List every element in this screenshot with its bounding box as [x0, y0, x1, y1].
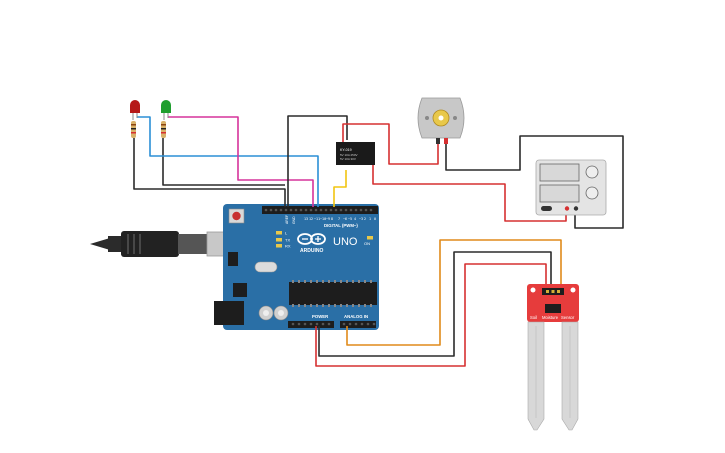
svg-text:7: 7	[338, 217, 340, 221]
red-led[interactable]	[130, 100, 140, 120]
arduino-logo-icon	[297, 233, 326, 245]
svg-text:~5: ~5	[348, 217, 352, 221]
sensor-label-right: Sensor	[561, 315, 575, 320]
svg-text:4: 4	[354, 217, 356, 221]
supply-terminal-negative[interactable]	[573, 206, 579, 211]
svg-text:1: 1	[369, 217, 371, 221]
tx-label: TX	[285, 238, 290, 243]
sensor-label-left: Soil	[530, 315, 537, 320]
green-led[interactable]	[161, 100, 171, 120]
l-led	[276, 231, 282, 235]
analog-header	[340, 321, 376, 328]
atmega-chip	[289, 282, 377, 305]
supply-display-bottom	[539, 184, 580, 203]
soil-moisture-sensor[interactable]: Soil Moisture Sensor	[527, 284, 579, 431]
usb-cable-icon[interactable]	[90, 231, 226, 257]
svg-text:~3: ~3	[359, 217, 363, 221]
relay-module[interactable]: KY-019 5V 10A 250V 5V 10A 30V	[336, 142, 375, 165]
svg-text:13: 13	[304, 217, 308, 221]
svg-text:12: 12	[309, 217, 313, 221]
sensor-label-middle: Moisture	[542, 315, 559, 320]
dc-motor-icon[interactable]	[417, 97, 465, 144]
icsp-header	[228, 252, 238, 266]
relay-rating-1: 5V 10A 250V	[340, 153, 358, 157]
digital-header-label: DIGITAL (PWM~)	[324, 223, 358, 228]
usb-chip	[233, 283, 247, 297]
supply-knob-current[interactable]	[585, 186, 599, 200]
green-led-resistor[interactable]	[161, 121, 166, 138]
wire-black-motor-supply	[445, 135, 624, 229]
on-led	[367, 236, 373, 240]
arduino-model-text: UNO	[333, 236, 358, 248]
rx-label: RX	[285, 244, 291, 249]
wire-blue-led-red	[137, 116, 319, 207]
wire-red-relay-motor	[342, 123, 439, 165]
wire-black-relay-gnd	[287, 115, 348, 207]
red-led-resistor[interactable]	[131, 121, 136, 138]
analog-header-label: ANALOG IN	[344, 314, 368, 319]
svg-text:~10: ~10	[320, 217, 326, 221]
sensor-chip	[545, 304, 561, 313]
crystal-oscillator	[254, 261, 278, 273]
svg-text:~11: ~11	[314, 217, 320, 221]
relay-part-text: KY-019	[340, 148, 352, 152]
wire-black-led-green-gnd	[162, 138, 285, 186]
on-label: ON	[364, 241, 370, 246]
arduino-brand-text: ARDUINO	[300, 248, 323, 254]
relay-rating-2: 5V 10A 30V	[340, 157, 356, 161]
reset-button-icon[interactable]	[228, 208, 245, 224]
supply-display-top	[539, 163, 580, 182]
svg-text:~9: ~9	[326, 217, 330, 221]
wire-yellow-relay-signal	[333, 170, 347, 207]
svg-text:2: 2	[364, 217, 366, 221]
supply-switch[interactable]	[541, 206, 552, 211]
wires	[133, 115, 624, 367]
wire-black-sensor-gnd	[318, 251, 552, 357]
power-header-label: POWER	[312, 314, 329, 319]
gnd-label: GND	[292, 216, 296, 224]
wire-red-relay-supply	[372, 164, 567, 222]
wire-black-led-red-gnd	[133, 138, 286, 207]
power-supply-icon[interactable]	[535, 159, 607, 216]
supply-knob-voltage[interactable]	[585, 165, 599, 179]
power-jack	[214, 301, 244, 325]
svg-text:0: 0	[374, 217, 376, 221]
wire-red-sensor-vcc	[315, 263, 547, 367]
supply-terminal-positive[interactable]	[564, 206, 570, 211]
tx-led	[276, 238, 282, 242]
svg-text:8: 8	[331, 217, 333, 221]
rx-led	[276, 244, 282, 248]
l-label: L	[285, 231, 288, 236]
wire-orange-sensor-signal	[346, 239, 562, 346]
svg-text:~6: ~6	[343, 217, 347, 221]
aref-label: AREF	[285, 215, 289, 224]
wire-pink-led-green	[168, 116, 314, 207]
